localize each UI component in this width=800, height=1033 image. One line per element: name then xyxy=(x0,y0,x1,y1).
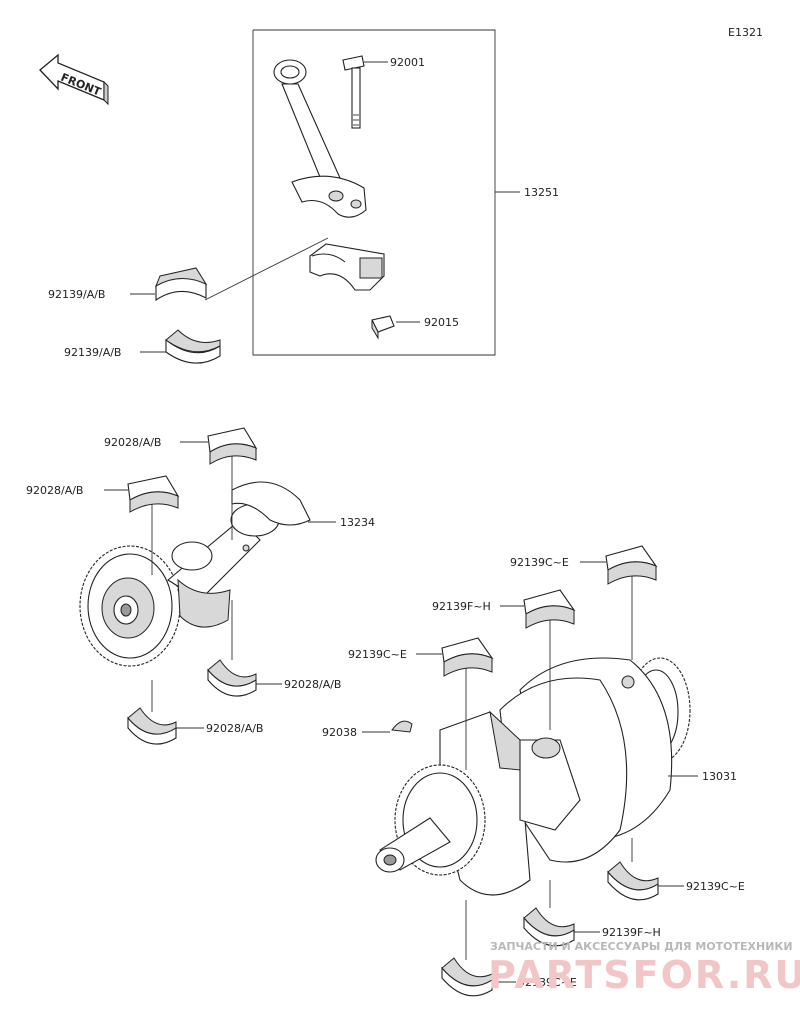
part-label-92139-ab-lower: 92139/A/B xyxy=(64,346,121,359)
part-label-92001: 92001 xyxy=(390,56,425,69)
part-label-92139fh-bot: 92139F~H xyxy=(602,926,661,939)
part-label-13251: 13251 xyxy=(524,186,559,199)
part-label-92139ce-top: 92139C~E xyxy=(510,556,569,569)
part-label-13031: 13031 xyxy=(702,770,737,783)
part-label-92139ce-bot: 92139C~E xyxy=(518,976,577,989)
balancer-shaft xyxy=(167,481,311,628)
rod-bearing-shell-lower xyxy=(165,329,221,364)
part-label-92139fh-top: 92139F~H xyxy=(432,600,491,613)
conrod-assembly-frame xyxy=(252,29,496,356)
diagram-code: E1321 xyxy=(728,26,763,39)
balancer-bearing-shell-4 xyxy=(127,707,177,745)
rod-cap xyxy=(309,243,385,291)
part-label-92028-bot1: 92028/A/B xyxy=(284,678,341,691)
crank-bearing-shell-bottom-mid xyxy=(523,907,575,947)
woodruff-key xyxy=(391,720,413,733)
crank-bearing-shell-bottom-right xyxy=(607,861,659,901)
crank-bearing-shell-bottom-left xyxy=(441,957,493,997)
rod-bearing-shell-upper xyxy=(154,267,208,302)
rod-bolt xyxy=(342,55,365,129)
part-label-92028-top2: 92028/A/B xyxy=(26,484,83,497)
part-label-92038: 92038 xyxy=(322,726,357,739)
crankshaft xyxy=(439,657,673,896)
balancer-bearing-shell-3 xyxy=(207,659,257,697)
watermark-tagline: ЗАПЧАСТИ И АКСЕССУАРЫ ДЛЯ МОТОТЕХНИКИ xyxy=(490,940,793,953)
crank-bearing-shell-top-right xyxy=(605,545,658,585)
crankshaft-timing-gear xyxy=(375,764,486,876)
part-label-13234: 13234 xyxy=(340,516,375,529)
rod-nut xyxy=(371,315,395,340)
balancer-bearing-shell-2 xyxy=(127,475,180,513)
balancer-gear xyxy=(79,545,181,667)
balancer-bearing-shell-1 xyxy=(207,427,258,465)
part-label-92139-ab-upper: 92139/A/B xyxy=(48,288,105,301)
part-label-92028-bot2: 92028/A/B xyxy=(206,722,263,735)
part-label-92139ce-mid: 92139C~E xyxy=(348,648,407,661)
connecting-rod xyxy=(273,59,367,218)
part-label-92028-top1: 92028/A/B xyxy=(104,436,161,449)
front-arrow-icon: FRONT xyxy=(39,53,109,106)
part-label-92015: 92015 xyxy=(424,316,459,329)
watermark-brand: PARTSFOR.RU xyxy=(488,953,800,997)
part-label-92139ce-right: 92139C~E xyxy=(686,880,745,893)
crank-bearing-shell-top-mid xyxy=(523,589,576,629)
crank-bearing-shell-top-left xyxy=(441,637,494,677)
